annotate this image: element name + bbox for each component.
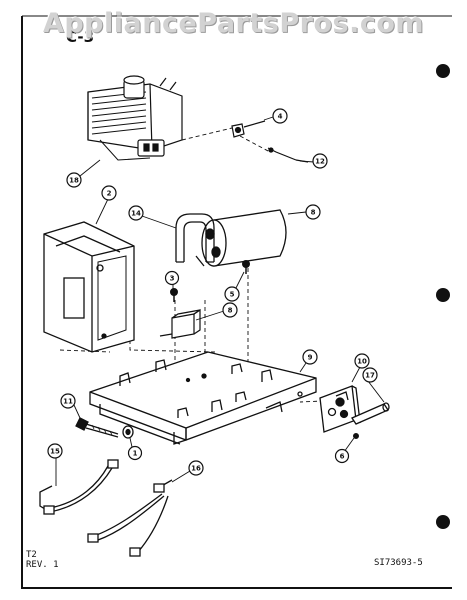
svg-text:3: 3 (170, 275, 175, 283)
svg-text:12: 12 (315, 158, 325, 166)
callout-8-capacitor: 8 (305, 204, 321, 220)
svg-text:16: 16 (191, 465, 201, 473)
callout-10: 10 (354, 353, 370, 369)
callout-15: 15 (47, 443, 63, 459)
mounting-screw (170, 260, 250, 302)
callout-18: 18 (66, 172, 82, 188)
revision-number: REV. 1 (26, 560, 59, 570)
callout-11: 11 (60, 393, 76, 409)
wire-lead (267, 147, 309, 163)
wire-harness-short (39, 459, 119, 515)
svg-text:18: 18 (69, 177, 79, 185)
callout-16: 16 (188, 460, 204, 476)
callout-8-diode: 8 (222, 302, 238, 318)
site-watermark: AppliancePartsPros.com (42, 8, 425, 39)
svg-text:5: 5 (230, 291, 235, 299)
revision-code: T2 (26, 550, 37, 560)
svg-text:14: 14 (131, 210, 141, 218)
svg-text:15: 15 (50, 448, 60, 456)
base-plate (89, 351, 317, 445)
callout-12: 12 (312, 153, 328, 169)
svg-text:6: 6 (340, 453, 345, 461)
revision-note: T2 REV. 1 (26, 550, 59, 570)
svg-text:9: 9 (308, 354, 313, 362)
high-voltage-diode (159, 308, 201, 339)
magnetron (87, 75, 183, 161)
svg-text:10: 10 (357, 358, 367, 366)
fuse (351, 402, 390, 425)
thermal-protector (231, 120, 266, 138)
binder-holes (436, 64, 450, 529)
svg-text:1: 1 (133, 450, 138, 458)
callout-6: 6 (334, 448, 350, 464)
svg-text:17: 17 (365, 372, 375, 380)
callout-14: 14 (128, 205, 144, 221)
svg-text:4: 4 (278, 113, 283, 121)
svg-text:2: 2 (107, 190, 112, 198)
washer (122, 425, 134, 439)
callout-4: 5 (224, 286, 240, 302)
transformer (43, 221, 135, 353)
callout-9: 9 (302, 349, 318, 365)
capacitor-bracket (175, 213, 215, 267)
wire-harness-long (87, 479, 173, 557)
terminal-screw (353, 433, 359, 439)
mounting-bolt (75, 417, 119, 438)
callout-1: 1 (127, 445, 143, 461)
svg-text:8: 8 (311, 209, 316, 217)
leader-lines (55, 115, 385, 486)
drawing-number: SI73693-5 (374, 558, 423, 568)
section-code: C-3 (66, 28, 95, 46)
terminal-board (319, 385, 361, 433)
callout-2: 2 (101, 185, 117, 201)
svg-text:8: 8 (228, 307, 233, 315)
page-frame (21, 15, 452, 589)
callouts: 18 4 12 2 14 8 3 5 (47, 108, 378, 476)
svg-text:11: 11 (63, 398, 73, 406)
callout-17: 17 (362, 367, 378, 383)
callout-3: 3 (164, 270, 180, 286)
callout-5: 4 (272, 108, 288, 124)
